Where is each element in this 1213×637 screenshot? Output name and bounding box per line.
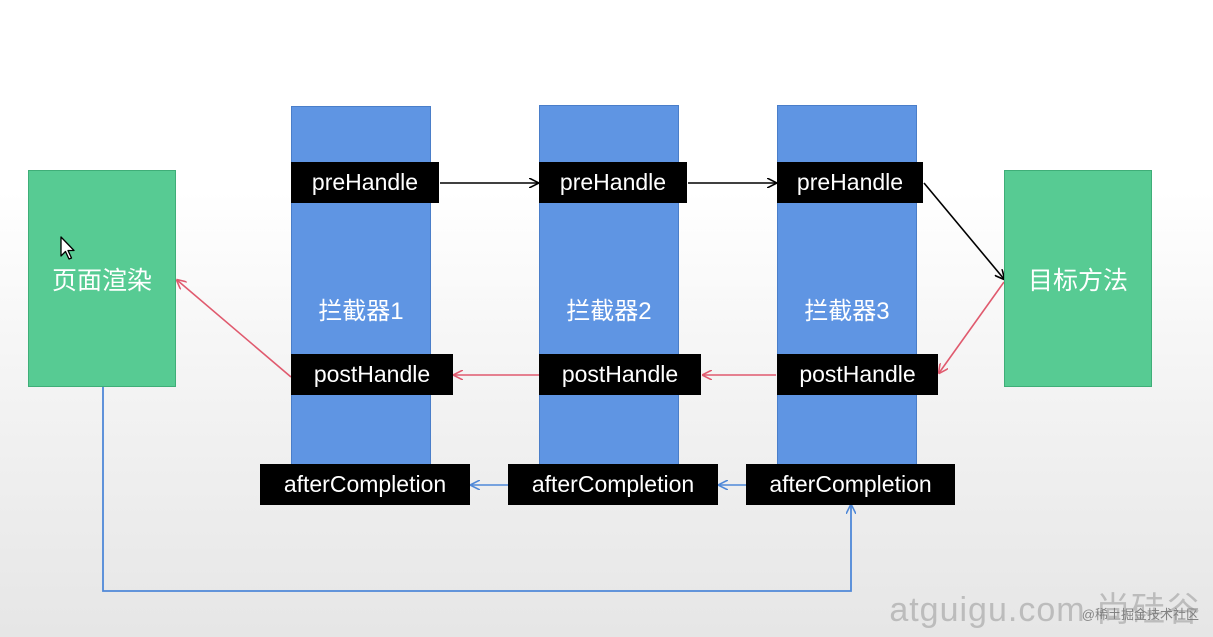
post-arrow-target-3 — [939, 281, 1005, 373]
interceptor-2-label: 拦截器2 — [566, 298, 652, 325]
posthandle-2-tag: postHandle — [539, 354, 701, 395]
posthandle-3-tag: postHandle — [777, 354, 938, 395]
site-watermark: atguigu.com 尚硅谷 — [889, 591, 1201, 629]
target-method-label: 目标方法 — [1027, 266, 1128, 295]
prehandle-1-tag: preHandle — [291, 162, 439, 203]
interceptor-3-label: 拦截器3 — [804, 298, 890, 325]
prehandle-3-tag: preHandle — [777, 162, 923, 203]
page-render-label: 页面渲染 — [51, 266, 152, 295]
aftercompletion-3-tag: afterCompletion — [746, 464, 955, 505]
aftercompletion-2-tag: afterCompletion — [508, 464, 718, 505]
interceptor-1-label: 拦截器1 — [318, 298, 404, 325]
aftercompletion-1-tag: afterCompletion — [260, 464, 470, 505]
target-method-box: 目标方法 — [1004, 170, 1152, 387]
prehandle-2-tag: preHandle — [539, 162, 687, 203]
pre-arrow-3-target — [923, 182, 1004, 279]
posthandle-1-tag: postHandle — [291, 354, 453, 395]
mouse-cursor-icon — [60, 236, 75, 260]
credit-watermark: @稀土掘金技术社区 — [1081, 607, 1199, 622]
page-render-box: 页面渲染 — [28, 170, 176, 387]
after-arrow-render-3 — [102, 387, 851, 592]
post-arrow-1-render — [177, 280, 292, 378]
